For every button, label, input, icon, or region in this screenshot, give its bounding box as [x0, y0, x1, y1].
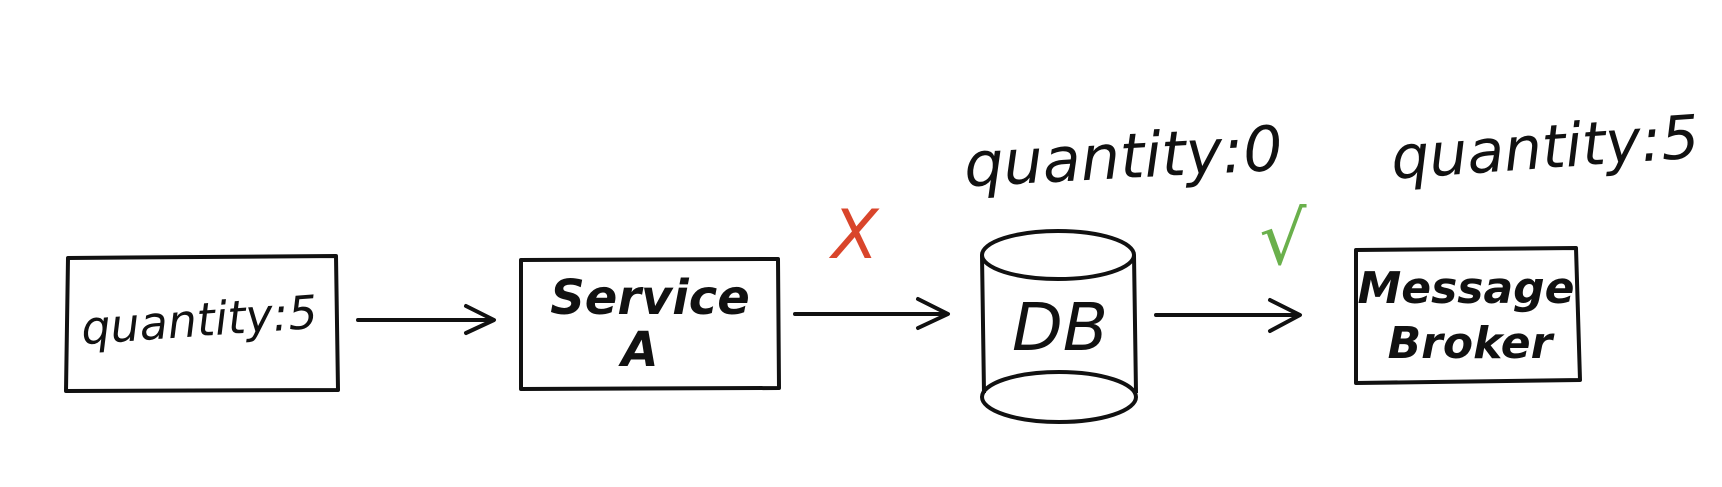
failure-mark: X	[829, 196, 880, 275]
service-node: Service A	[519, 257, 781, 391]
broker-node: Message Broker	[1354, 246, 1582, 385]
db-top	[980, 229, 1136, 281]
service-label-line2: A	[617, 322, 658, 378]
success-mark: √	[1259, 196, 1307, 282]
source-box	[64, 254, 340, 393]
broker-annotation: quantity:5	[1389, 102, 1702, 193]
arrow-db-to-broker	[1154, 298, 1302, 333]
source-node: quantity:5	[64, 254, 340, 393]
broker-label-line2: Broker	[1388, 318, 1555, 369]
db-sides	[980, 254, 1138, 394]
source-label: quantity:5	[79, 285, 319, 355]
db-label: DB	[1012, 289, 1108, 366]
broker-label-line1: Message	[1357, 263, 1574, 314]
db-bottom	[980, 370, 1138, 424]
service-label-line1: Service	[550, 270, 750, 326]
arrow-service-to-db	[793, 297, 950, 330]
service-box	[519, 257, 781, 391]
arrow-source-to-service	[356, 304, 496, 335]
db-annotation: quantity:0	[962, 112, 1284, 202]
db-node: DB	[980, 229, 1138, 424]
broker-box	[1354, 246, 1582, 385]
